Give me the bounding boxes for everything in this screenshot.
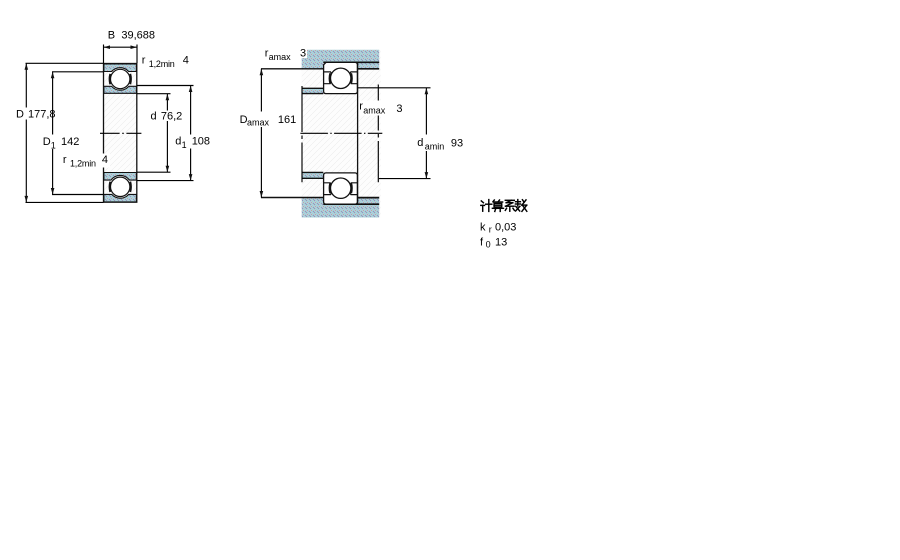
svg-text:r: r [359, 101, 363, 113]
svg-text:1: 1 [182, 140, 187, 150]
svg-text:1: 1 [51, 140, 56, 150]
svg-text:k: k [480, 221, 486, 233]
svg-text:d: d [417, 137, 423, 149]
svg-text:f: f [480, 236, 484, 248]
svg-text:108: 108 [192, 136, 210, 148]
svg-text:amax: amax [363, 106, 386, 116]
svg-text:4: 4 [102, 154, 108, 166]
svg-text:D: D [240, 114, 248, 126]
svg-text:161: 161 [278, 114, 296, 126]
svg-text:76,2: 76,2 [161, 110, 182, 122]
svg-text:177,8: 177,8 [28, 109, 56, 121]
svg-text:93: 93 [451, 137, 463, 149]
svg-text:D: D [16, 109, 24, 121]
svg-text:amin: amin [425, 142, 445, 152]
svg-text:3: 3 [396, 103, 402, 115]
svg-text:amax: amax [247, 118, 270, 128]
svg-text:r: r [142, 55, 146, 67]
svg-text:0,03: 0,03 [495, 221, 516, 233]
svg-text:r: r [265, 48, 269, 60]
svg-text:1,2min: 1,2min [149, 59, 175, 69]
svg-text:4: 4 [183, 55, 189, 67]
svg-text:amax: amax [269, 52, 292, 62]
svg-text:1,2min: 1,2min [70, 158, 96, 168]
svg-text:B: B [108, 30, 115, 42]
svg-text:d: d [151, 110, 157, 122]
svg-text:r: r [63, 154, 67, 166]
svg-text:13: 13 [495, 236, 507, 248]
svg-text:r: r [489, 224, 492, 234]
svg-text:d: d [175, 136, 181, 148]
svg-text:3: 3 [300, 48, 306, 60]
svg-text:D: D [43, 136, 51, 148]
svg-text:39,688: 39,688 [121, 30, 155, 42]
svg-text:142: 142 [61, 136, 79, 148]
svg-text:0: 0 [486, 239, 491, 249]
